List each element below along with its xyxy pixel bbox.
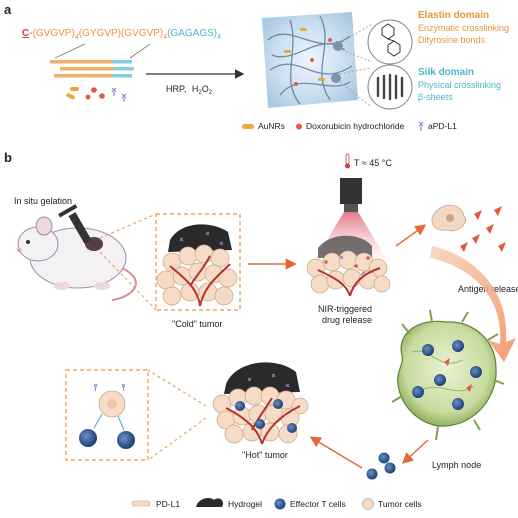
elastin-title: Elastin domain <box>418 10 489 21</box>
reaction-conditions: HRP, H2O2 <box>166 84 213 96</box>
seq-block-3: (GVGVP) <box>121 28 163 39</box>
seq-sub-4: 4 <box>217 34 221 41</box>
panel-b-legend: PD-L1 Hydrogel Effector T cells Tumor ce… <box>131 498 422 510</box>
immune-synapse-illustration <box>79 383 135 449</box>
lymph-node-illustration <box>391 309 505 441</box>
seq-block-4: (GAGAGS) <box>167 28 217 39</box>
aunr-icon <box>242 124 254 129</box>
in-situ-label: In situ gelation <box>14 196 72 206</box>
elastin-line-1: Enzymatic crosslinking <box>418 23 509 33</box>
legend-pdl1: PD-L1 <box>156 499 180 509</box>
hrp-label: HRP, <box>166 84 186 94</box>
effector-icon <box>274 498 286 510</box>
arrow-nir-to-antigen <box>395 224 427 247</box>
sequence-bracket <box>54 43 151 59</box>
hot-zoom-lines <box>147 369 207 461</box>
seq-dash: - <box>29 28 32 39</box>
cold-tumor-label: "Cold" tumor <box>172 319 222 329</box>
legend-aunrs: AuNRs <box>258 121 285 131</box>
zoom-lines <box>339 23 373 107</box>
h-sub: 2 <box>198 90 202 96</box>
mouse-zoom-lines <box>99 213 157 311</box>
hydrogel-icon <box>196 498 224 507</box>
dox-icon <box>296 123 302 130</box>
apd-icon <box>418 121 424 131</box>
immune-synapse-box <box>65 369 149 461</box>
seq-cys: C <box>22 28 29 39</box>
antigen-release-illustration <box>431 204 506 252</box>
nir-label-2: drug release <box>322 315 372 325</box>
hydrogel-network <box>262 12 358 108</box>
legend-dox: Doxorubicin hydrochloride <box>306 121 405 131</box>
silk-line-1: Physical crosslinking <box>418 80 501 90</box>
polymer-strands <box>50 60 134 78</box>
silk-title: Silk domain <box>418 67 474 78</box>
panel-b-label: b <box>4 150 12 165</box>
silk-line-2: β-sheets <box>418 92 453 102</box>
legend-tumor: Tumor cells <box>378 499 422 509</box>
cold-tumor-box <box>155 213 241 311</box>
seq-block-1: (GVGVP) <box>33 28 75 39</box>
nir-label-1: NIR-triggered <box>318 304 372 314</box>
legend-effector: Effector T cells <box>290 499 346 509</box>
peptide-sequence: C-(GVGVP)4(GYGVP)(GVGVP)4(GAGAGS)4 <box>22 28 221 41</box>
lymph-label: Lymph node <box>432 460 481 470</box>
arrow-tcells-to-hot <box>309 436 363 469</box>
o-sub: 2 <box>209 90 213 96</box>
nir-tumor-illustration <box>306 235 391 297</box>
pdl1-icon <box>131 500 151 507</box>
migrating-t-cells <box>366 452 396 480</box>
arrow-lymph-to-tcells <box>401 439 429 464</box>
cold-tumor-illustration <box>156 224 238 307</box>
cargo-mix <box>66 87 127 102</box>
arrow-antigen-to-lymph <box>430 246 516 362</box>
o-label: O <box>202 84 209 94</box>
hot-tumor-illustration <box>212 362 309 445</box>
seq-sub-3: 4 <box>163 34 167 41</box>
thermometer-icon <box>345 153 350 169</box>
panel-a-label: a <box>4 2 12 17</box>
panel-a-legend: AuNRs Doxorubicin hydrochloride aPD-L1 <box>242 121 457 131</box>
temperature-label: T ≈ 45 °C <box>354 158 392 168</box>
h-label: H <box>192 84 199 94</box>
seq-sub-1: 4 <box>75 34 79 41</box>
syringe-icon <box>58 204 97 247</box>
legend-hydrogel: Hydrogel <box>228 499 262 509</box>
tumor-cell-icon <box>362 498 374 510</box>
elastin-line-2: Dityrosine bonds <box>418 35 486 45</box>
hot-tumor-label: "Hot" tumor <box>242 450 288 460</box>
legend-apd: aPD-L1 <box>428 121 457 131</box>
seq-block-2: (GYGVP) <box>79 28 121 39</box>
beta-sheet-inset <box>367 64 413 110</box>
mouse-illustration <box>16 216 137 301</box>
dityrosine-inset <box>367 19 413 65</box>
